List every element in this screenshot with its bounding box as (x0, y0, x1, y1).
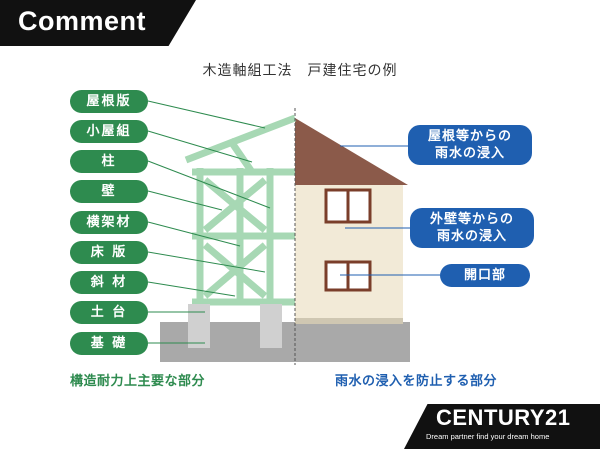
structure-leaders (147, 100, 271, 344)
label-wall-rain-line2: 雨水の浸入 (436, 229, 507, 244)
brand-tagline: Dream partner find your dream home (426, 432, 550, 441)
comment-banner (0, 0, 196, 46)
lower-window (324, 260, 372, 292)
caption-structure: 構造耐力上主要な部分 (70, 374, 206, 389)
diagram-title: 木造軸組工法 戸建住宅の例 (202, 63, 398, 79)
caption-rain: 雨水の浸入を防止する部分 (335, 374, 498, 389)
label-roof-board: 屋根版 (70, 90, 148, 113)
label-roof-rain: 屋根等からの 雨水の浸入 (408, 125, 532, 165)
label-roof-rain-line2: 雨水の浸入 (434, 146, 505, 161)
label-beam: 横架材 (70, 211, 148, 234)
footing-right (260, 304, 282, 348)
label-pillar: 柱 (70, 150, 148, 173)
footing-left (188, 304, 210, 348)
label-wall-rain: 外壁等からの 雨水の浸入 (410, 208, 534, 248)
upper-window (324, 188, 372, 224)
label-foundation: 基 礎 (70, 332, 148, 355)
label-roof-frame: 小屋組 (70, 120, 148, 143)
label-opening: 開口部 (440, 264, 530, 287)
banner-title: Comment (18, 6, 147, 36)
label-wall: 壁 (70, 180, 148, 203)
brand-logo: CENTURY21 (436, 405, 571, 430)
label-brace: 斜 材 (70, 271, 148, 294)
label-roof-rain-line1: 屋根等からの (427, 129, 512, 144)
brand-footer (404, 404, 600, 449)
label-wall-rain-line1: 外壁等からの (429, 212, 514, 227)
sill (295, 318, 403, 324)
roof (295, 118, 408, 185)
framing (184, 114, 297, 306)
rain-leaders (340, 145, 440, 276)
label-sill: 土 台 (70, 301, 148, 324)
label-floor-board: 床 版 (70, 241, 148, 264)
